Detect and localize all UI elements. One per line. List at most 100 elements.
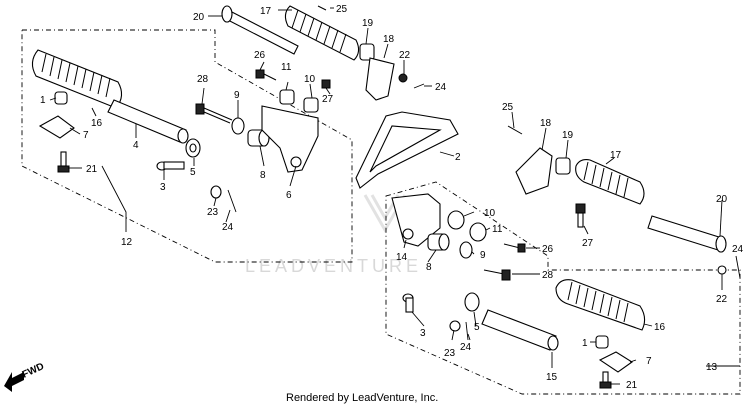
callout-l25: 25 [336,4,348,15]
callout-r19: 19 [562,130,574,141]
callout-l1: 1 [40,95,46,106]
right-assembly-box [385,181,741,395]
left-cotter-24-top [413,83,425,89]
left-bolt-28 [195,103,233,124]
right-plate-7 [598,351,633,373]
callout-l9: 9 [234,90,240,101]
left-pipe-end [177,128,189,144]
left-bracket-6 [261,105,319,173]
callout-r11: 11 [492,224,503,235]
callout-r24b: 24 [732,244,744,255]
right-pipe-end [547,335,559,351]
callout-r5: 5 [474,322,480,333]
fwd-arrow-icon [4,372,24,392]
callout-l18: 18 [383,34,395,45]
left-bolt-21 [57,151,70,173]
callout-labels: 1 7 21 16 4 3 5 28 9 8 11 26 10 27 6 23 … [40,4,744,391]
callout-r21: 21 [626,380,638,391]
callout-l19: 19 [362,18,374,29]
callout-l17: 17 [260,6,272,17]
callout-r13: 13 [706,362,718,373]
right-bracket-hole [402,228,414,240]
callout-r14: 14 [396,252,408,263]
callout-l20: 20 [193,12,205,23]
left-collar-1 [54,91,68,105]
left-holder-18 [365,57,395,101]
left-bolt-26 [255,69,277,81]
callout-r23: 23 [444,348,456,359]
left-collar-10 [303,97,319,113]
callout-l28: 28 [197,74,209,85]
left-washer-5 [185,138,201,158]
left-plate-7 [38,115,75,139]
callout-l8: 8 [260,170,266,181]
right-bolt-21 [599,371,612,389]
callout-r9: 9 [480,250,486,261]
callout-l4: 4 [133,140,139,151]
left-footpeg-rubber [31,49,123,109]
right-bolt-27 [575,203,586,228]
callout-l22: 22 [399,50,411,61]
callout-l24: 24 [222,222,234,233]
callout-r17: 17 [610,150,622,161]
callout-r1: 1 [582,338,588,349]
callout-l6: 6 [286,190,292,201]
callout-r7: 7 [646,356,652,367]
left-pin-3 [156,161,185,171]
callout-l21: 21 [86,164,98,175]
callout-l27: 27 [322,94,334,105]
right-cotter-24 [465,321,469,341]
callout-r16: 16 [654,322,666,333]
center-bracket-2 [355,111,459,189]
right-washer-19 [555,157,571,175]
right-holder-18 [515,147,553,195]
left-bracket-hole [290,156,302,168]
fwd-indicator: FWD [4,361,46,392]
right-washer-10 [447,210,465,230]
left-bolt-25 [317,5,327,11]
callout-r15: 15 [546,372,558,383]
callout-l16: 16 [91,118,103,129]
right-bushing-8 [427,233,450,251]
right-bolt-26 [503,243,526,253]
credit-text: Rendered by LeadVenture, Inc. [286,392,438,404]
center-bracket-2-inner [369,125,442,173]
callout-r22: 22 [716,294,728,305]
right-cotter-24 [735,255,741,279]
callout-r28: 28 [542,270,554,281]
right-pin-3 [402,293,414,313]
right-peg-pipe [481,309,557,351]
right-washer-9 [459,241,473,259]
left-rubber-17 [284,5,360,61]
left-nut-22 [398,73,408,83]
left-washer-19 [359,43,375,61]
callout-l11: 11 [281,62,292,73]
callout-l23: 23 [207,207,219,218]
right-bolt-25 [507,125,523,135]
right-nut-22 [717,265,727,275]
right-rubber-17 [575,159,645,205]
callout-l12: 12 [121,237,133,248]
left-washer-9 [231,117,245,135]
callout-l24b: 24 [435,82,447,93]
left-nut-23 [210,185,222,199]
left-cotter-24 [227,189,237,213]
fwd-label: FWD [21,361,46,381]
right-washer-11 [469,222,487,242]
callout-l3: 3 [160,182,166,193]
callout-r26: 26 [542,244,554,255]
right-bolt-28 [483,269,511,281]
right-collar-1 [595,335,609,349]
callout-r25: 25 [502,102,514,113]
right-footpeg-rubber [555,279,646,331]
left-nut-27 [321,79,331,89]
callout-l5: 5 [190,167,196,178]
callout-r2: 2 [455,152,461,163]
left-peg-pipe [107,99,187,143]
callout-r3: 3 [420,328,426,339]
leader-lines [49,7,740,385]
watermark-text: LEADVENTURE [245,256,422,276]
right-nut-23 [449,320,461,332]
left-shaft-20 [221,5,299,55]
